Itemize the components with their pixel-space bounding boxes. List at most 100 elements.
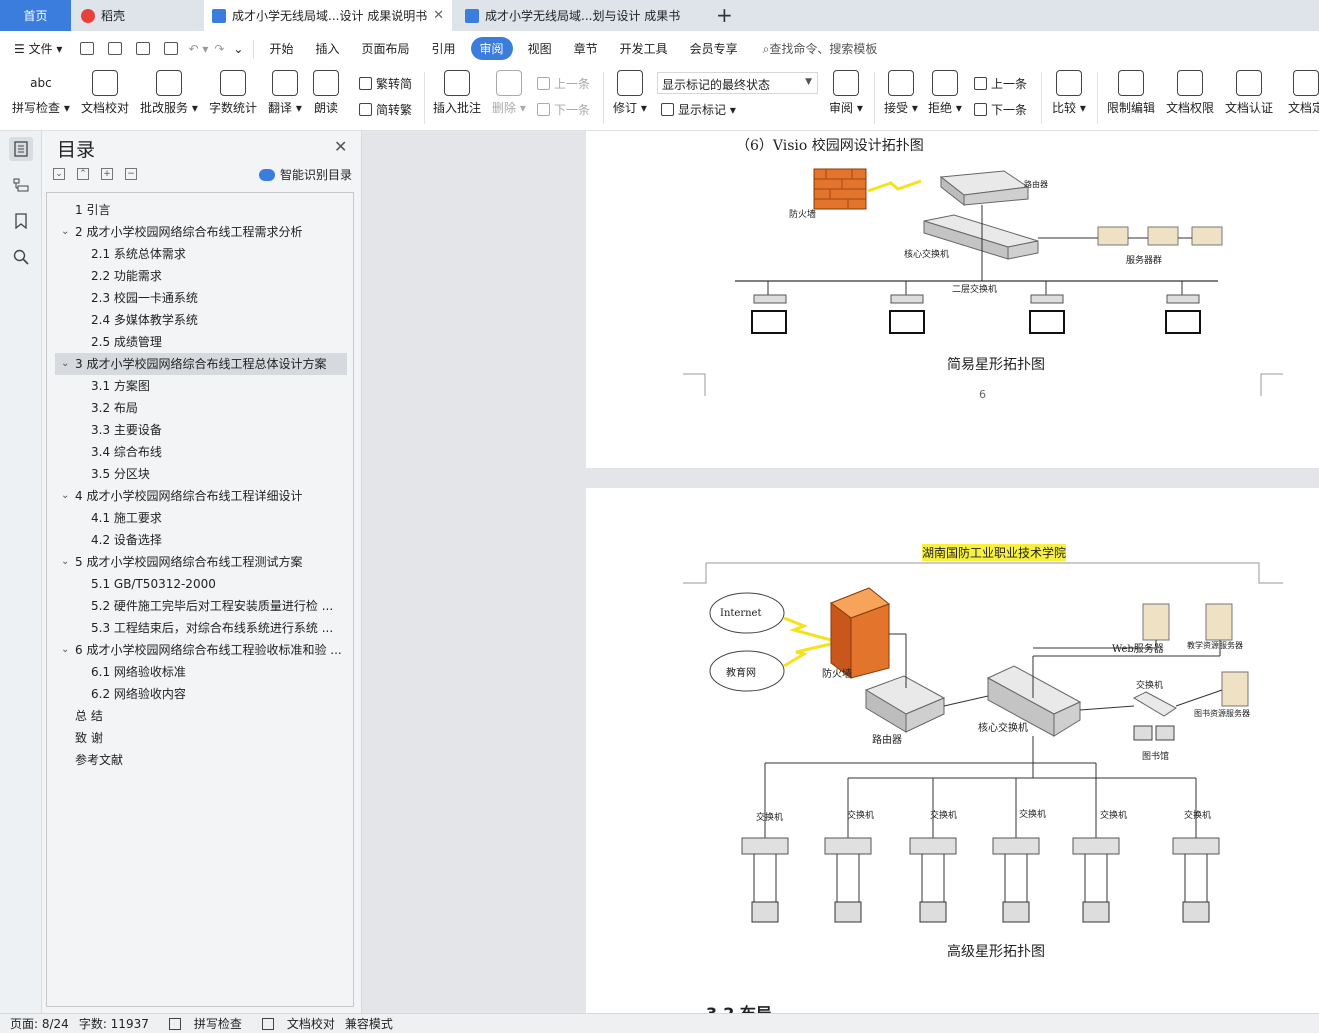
toc-item[interactable]: 2.5 成绩管理 [47,331,353,353]
toc-item[interactable]: 4.2 设备选择 [47,529,353,551]
toc-item[interactable]: 3.4 综合布线 [47,441,353,463]
add-heading-icon[interactable]: + [101,168,113,180]
toc-item[interactable]: ⌄3 成才小学校园网络综合布线工程总体设计方案 [55,353,347,375]
accept-button[interactable]: 接受 ▾ [884,70,918,116]
toc-item[interactable]: 3.1 方案图 [47,375,353,397]
markup-display-select[interactable]: 显示标记的最终状态▼ [657,72,818,94]
prev-change-button[interactable]: 上一条 [974,75,1027,92]
close-tab-icon[interactable]: ✕ [433,8,444,23]
undo-icon[interactable]: ↶ ▾ [188,41,209,56]
toc-item[interactable]: 5.2 硬件施工完毕后对工程安装质量进行检 ... [47,595,353,617]
tab-document-2[interactable]: 成才小学无线局域...划与设计 成果书 [457,0,705,31]
tab-document-active[interactable]: 成才小学无线局域...设计 成果说明书 ✕ [204,0,452,31]
save-icon[interactable] [80,42,95,55]
status-spell-check[interactable]: 拼写检查 [159,1015,242,1032]
simp-to-trad-button[interactable]: 简转繁 [359,101,412,118]
toc-item[interactable]: 1 引言 [47,199,353,221]
toc-item[interactable]: 5.1 GB/T50312-2000 [47,573,353,595]
toc-item[interactable]: 2.4 多媒体教学系统 [47,309,353,331]
toc-item[interactable]: 3.5 分区块 [47,463,353,485]
menu-reference[interactable]: 引用 [431,42,456,56]
doc-final-button[interactable]: 文档定 [1288,70,1319,116]
chevron-down-icon[interactable]: ⌄ [61,490,70,501]
toc-item[interactable]: 6.1 网络验收标准 [47,661,353,683]
toc-item[interactable]: 2.2 功能需求 [47,265,353,287]
toc-item[interactable]: 4.1 施工要求 [47,507,353,529]
simple-star-topology-diagram [683,168,1283,396]
status-doc-proof[interactable]: 文档校对 [252,1015,335,1032]
collapse-all-icon[interactable]: ⌄ [53,168,65,180]
new-tab-plus-icon[interactable]: + [716,3,733,27]
menu-member[interactable]: 会员专享 [689,42,738,56]
trad-to-simp-button[interactable]: 繁转简 [359,75,412,92]
page-indicator[interactable]: 页面: 8/24 [10,1017,69,1031]
tab-home[interactable]: 首页 [0,0,71,31]
review-pane-button[interactable]: 审阅 ▾ [829,70,863,116]
word-count-indicator[interactable]: 字数: 11937 [78,1017,149,1031]
reject-button[interactable]: 拒绝 ▾ [928,70,962,116]
expand-up-icon[interactable]: ⌃ [77,168,89,180]
toc-panel-icon[interactable] [9,137,33,161]
track-changes-button[interactable]: 修订 ▾ [613,70,647,116]
quick-access-dropdown-icon[interactable]: ⌄ [233,41,244,56]
toc-item[interactable]: ⌄2 成才小学校园网络综合布线工程需求分析 [47,221,353,243]
doc-check-button[interactable]: 文档校对 [81,70,129,116]
toc-item[interactable]: 2.3 校园一卡通系统 [47,287,353,309]
word-count-button[interactable]: 字数统计 [209,70,257,116]
read-aloud-button[interactable]: 朗读 [313,70,339,116]
insert-comment-button[interactable]: 插入批注 [433,70,481,116]
prev-comment-button[interactable]: 上一条 [537,75,590,92]
accept-icon [887,70,914,96]
open-icon[interactable] [108,42,123,55]
close-icon[interactable]: ✕ [334,137,348,156]
structure-icon[interactable] [9,173,33,197]
translate-button[interactable]: 翻译 ▾ [268,70,302,116]
menu-review[interactable]: 审阅 [470,37,513,60]
restrict-editing-button[interactable]: 限制编辑 [1107,70,1155,116]
menu-section[interactable]: 章节 [573,42,598,56]
firewall-icon [813,168,867,210]
toc-item[interactable]: 3.2 布局 [47,397,353,419]
print-icon[interactable] [136,42,151,55]
next-comment-button[interactable]: 下一条 [537,101,590,118]
file-menu[interactable]: ☰ 文件 ▾ [14,42,63,56]
toc-item[interactable]: 6.2 网络验收内容 [47,683,353,705]
toc-item[interactable]: 参考文献 [47,749,353,771]
toc-item[interactable]: 总 结 [47,705,353,727]
next-change-button[interactable]: 下一条 [974,101,1027,118]
doc-certify-button[interactable]: 文档认证 [1225,70,1273,116]
chevron-down-icon[interactable]: ⌄ [61,556,70,567]
tab-daoke[interactable]: 稻壳 [73,0,199,31]
toc-item[interactable]: ⌄6 成才小学校园网络综合布线工程验收标准和验 ... [47,639,353,661]
toc-item[interactable]: 2.1 系统总体需求 [47,243,353,265]
chevron-down-icon[interactable]: ⌄ [61,358,70,369]
compare-button[interactable]: 比较 ▾ [1052,70,1086,116]
menu-start[interactable]: 开始 [269,42,294,56]
menu-view[interactable]: 视图 [527,42,552,56]
menu-dev-tools[interactable]: 开发工具 [619,42,668,56]
toc-item[interactable]: 3.3 主要设备 [47,419,353,441]
remove-heading-icon[interactable]: − [125,168,137,180]
smart-toc-button[interactable]: 智能识别目录 [259,166,352,183]
doc-rights-button[interactable]: 文档权限 [1166,70,1214,116]
bookmark-icon[interactable] [9,209,33,233]
search-icon[interactable] [9,245,33,269]
redo-icon[interactable]: ↷ [214,41,225,56]
print-preview-icon[interactable] [164,42,179,55]
show-markup-button[interactable]: 显示标记 ▾ [661,101,736,118]
access-switch-icon [824,837,872,923]
command-search[interactable]: ⌕查找命令、搜索模板 [763,40,878,57]
toc-item[interactable]: ⌄5 成才小学校园网络综合布线工程测试方案 [47,551,353,573]
toc-item[interactable]: 致 谢 [47,727,353,749]
chevron-down-icon[interactable]: ⌄ [61,226,70,237]
chevron-down-icon[interactable]: ⌄ [61,644,70,655]
delete-comment-button[interactable]: 删除 ▾ [492,70,526,116]
batch-service-button[interactable]: 批改服务 ▾ [140,70,198,116]
menu-insert[interactable]: 插入 [315,42,340,56]
access-switch-icon [1072,837,1120,923]
router-label: 路由器 [872,735,902,746]
toc-item[interactable]: ⌄4 成才小学校园网络综合布线工程详细设计 [47,485,353,507]
toc-item[interactable]: 5.3 工程结束后，对综合布线系统进行系统 ... [47,617,353,639]
menu-page-layout[interactable]: 页面布局 [361,42,410,56]
